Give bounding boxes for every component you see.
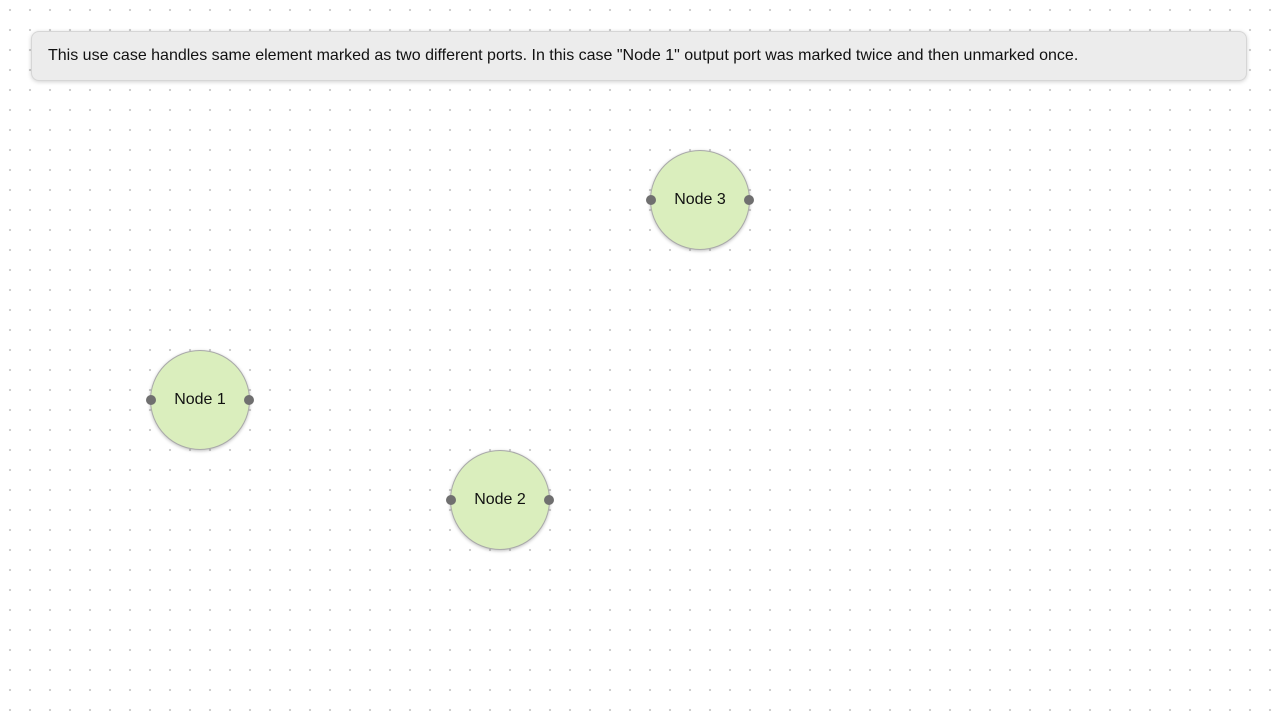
node-1[interactable]: Node 1 bbox=[146, 350, 254, 450]
node-2[interactable]: Node 2 bbox=[446, 450, 554, 550]
node-1-label: Node 1 bbox=[174, 391, 226, 408]
node-3-label: Node 3 bbox=[674, 191, 726, 208]
node-3-output-port[interactable] bbox=[744, 195, 754, 205]
info-panel: This use case handles same element marke… bbox=[31, 31, 1247, 81]
node-1-input-port[interactable] bbox=[146, 395, 156, 405]
node-2-input-port[interactable] bbox=[446, 495, 456, 505]
node-2-output-port[interactable] bbox=[544, 495, 554, 505]
node-1-output-port[interactable] bbox=[244, 395, 254, 405]
node-2-label: Node 2 bbox=[474, 491, 526, 508]
node-3[interactable]: Node 3 bbox=[646, 150, 754, 250]
node-3-input-port[interactable] bbox=[646, 195, 656, 205]
info-text: This use case handles same element marke… bbox=[48, 47, 1079, 64]
